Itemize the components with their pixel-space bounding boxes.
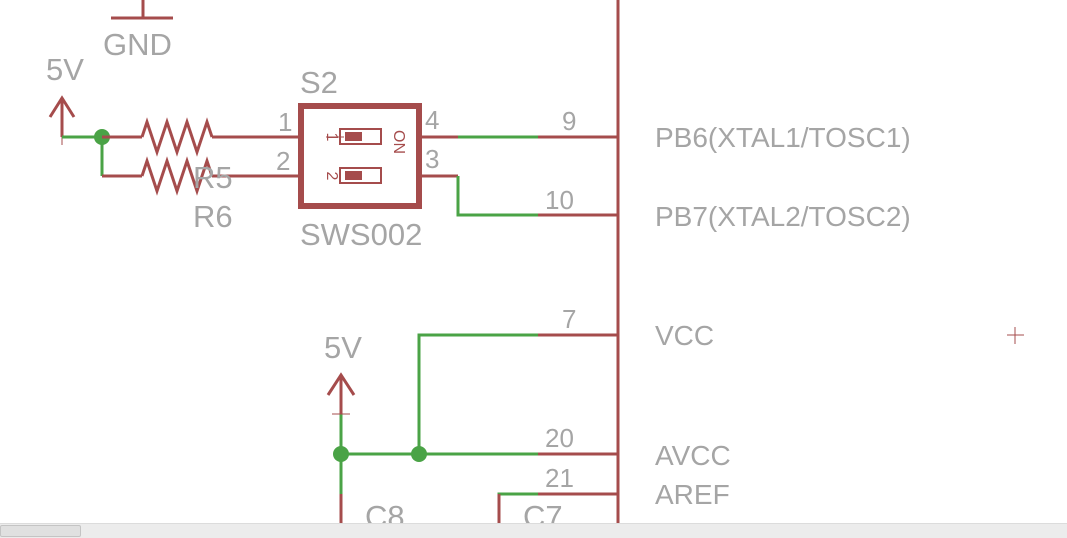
pin-20-number: 20: [545, 423, 574, 453]
switch-pin-2-label: 2: [276, 146, 290, 176]
net-avcc[interactable]: [339, 414, 618, 494]
pin-aref-name: AREF: [655, 479, 730, 510]
gnd-label: GND: [103, 27, 172, 62]
r5-label: R5: [193, 160, 233, 195]
switch-pin-1-label: 1: [278, 107, 292, 137]
pin-7-number: 7: [562, 304, 576, 334]
scrollbar-thumb[interactable]: [0, 525, 81, 537]
dip-switch-s2[interactable]: [298, 103, 422, 209]
net-vcc[interactable]: [417, 333, 618, 454]
junction-dot: [411, 446, 427, 462]
resistor-r5[interactable]: [102, 117, 300, 157]
switch-name-label: S2: [300, 65, 338, 100]
crosshair-cursor-icon: [1007, 327, 1024, 344]
pin-pb7-name: PB7(XTAL2/TOSC2): [655, 201, 911, 232]
supply-5v-label-top: 5V: [46, 52, 84, 87]
net-pb7[interactable]: [419, 174, 618, 217]
switch-value-label: SWS002: [300, 217, 422, 252]
switch-pin-4-label: 4: [425, 105, 439, 135]
supply-5v-label-bottom: 5V: [324, 330, 362, 365]
pin-avcc-name: AVCC: [655, 440, 731, 471]
net-aref[interactable]: [497, 492, 618, 523]
pin-vcc-name: VCC: [655, 320, 714, 351]
resistor-r6[interactable]: [102, 156, 300, 196]
switch-inner-1-label: 1: [323, 133, 340, 142]
switch-pin-3-label: 3: [425, 144, 439, 174]
r6-label: R6: [193, 199, 233, 234]
switch-on-label: ON: [390, 130, 407, 154]
net-5v-resistors[interactable]: [62, 135, 104, 176]
pin-9-number: 9: [562, 106, 576, 136]
pin-pb6-name: PB6(XTAL1/TOSC1): [655, 122, 911, 153]
switch-inner-2-label: 2: [323, 172, 340, 181]
supply-arrow-icon-bottom[interactable]: [326, 372, 356, 415]
junction-dot: [333, 446, 349, 462]
horizontal-scrollbar[interactable]: [0, 523, 1067, 538]
gnd-symbol[interactable]: [111, 0, 173, 20]
pin-21-number: 21: [545, 463, 574, 493]
pin-10-number: 10: [545, 185, 574, 215]
